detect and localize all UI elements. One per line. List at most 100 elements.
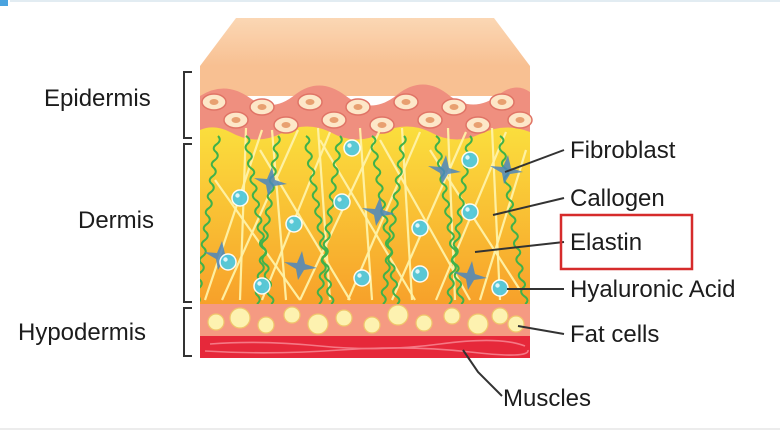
- epidermis-cell-nucleus: [231, 117, 241, 123]
- hyaluronic-acid-dot-shine: [357, 273, 362, 278]
- elastin-fiber: [434, 135, 465, 304]
- fat-cells: [207, 304, 525, 335]
- elastin-fiber: [304, 135, 335, 304]
- elastin-highlight-box: [559, 213, 694, 271]
- epidermis-cell-nucleus: [497, 99, 507, 105]
- hyaluronic-acid-dot: [285, 215, 303, 233]
- fibroblast-cells: [204, 155, 523, 290]
- fibroblast-cell: [284, 251, 317, 280]
- muscle-layer: [200, 336, 530, 358]
- fat-cell: [207, 313, 225, 331]
- fibroblast-cell: [490, 155, 523, 184]
- hyaluronic-acid-dot-shine: [465, 207, 470, 212]
- fibroblast-leader: [504, 149, 565, 173]
- fibroblast-cell: [454, 261, 487, 290]
- fat-cell: [229, 307, 251, 329]
- epidermis-cell-nucleus: [353, 104, 363, 110]
- corner-accent: [0, 0, 8, 6]
- epidermis-cell-nucleus: [281, 122, 291, 128]
- elastin-fiber: [244, 135, 275, 304]
- fibroblast-cell: [204, 241, 237, 270]
- elastin-fiber: [498, 135, 529, 304]
- skin-surface: [200, 18, 530, 66]
- fibroblast-cell: [254, 167, 287, 196]
- elastin-fiber: [254, 135, 281, 304]
- collagen-fiber: [299, 129, 381, 301]
- epidermis-cell-nucleus: [473, 122, 483, 128]
- epidermis-label: Epidermis: [44, 85, 151, 112]
- fat-cell: [257, 316, 275, 334]
- fibroblast-cell: [428, 155, 461, 184]
- collagen-fiber: [358, 127, 374, 301]
- elastin-fibers: [200, 135, 529, 304]
- hyaluronic-acid-dot: [333, 193, 351, 211]
- dermis-bracket: [183, 143, 192, 303]
- collagen-fiber: [203, 129, 264, 301]
- hyaluronic-acid-label: Hyaluronic Acid: [570, 276, 735, 303]
- collagen-leader: [492, 197, 565, 216]
- hyaluronic-acid-dot: [491, 279, 509, 297]
- muscles-label: Muscles: [503, 385, 591, 412]
- elastin-fiber: [380, 135, 407, 304]
- epidermis-cell-nucleus: [425, 117, 435, 123]
- elastin-label: Elastin: [570, 229, 642, 256]
- hyaluronic-acid-dot-shine: [415, 223, 420, 228]
- hyaluronic-acid-dot-shine: [257, 281, 262, 286]
- fat-cell: [415, 314, 433, 332]
- hyaluronic-acid-dot-shine: [289, 219, 294, 224]
- fat-cell: [491, 307, 509, 325]
- collagen-fiber: [238, 127, 248, 301]
- muscles-leader: [462, 349, 503, 397]
- epidermis-cell-nucleus: [305, 99, 315, 105]
- epidermis-bracket: [183, 71, 192, 139]
- elastin-fiber: [200, 135, 221, 303]
- elastin-leader: [474, 241, 565, 253]
- epidermis-cell-nucleus: [209, 99, 219, 105]
- fat-cells-label: Fat cells: [570, 321, 659, 348]
- collagen-fiber: [220, 129, 300, 301]
- fat-cell: [335, 309, 353, 327]
- hyaluronic-acid-dot-shine: [495, 283, 500, 288]
- hyaluronic-acid-dot-shine: [347, 143, 352, 148]
- hyaluronic-acid-dots: [219, 139, 509, 297]
- epidermis-cell-nucleus: [257, 104, 267, 110]
- elastin-fiber: [316, 135, 343, 304]
- hyaluronic-acid-dot-shine: [465, 155, 470, 160]
- hyaluronic-acid-dot: [231, 189, 249, 207]
- hyaluronic-acid-dot-shine: [223, 257, 228, 262]
- fat-cell: [283, 306, 301, 324]
- dermis-label: Dermis: [78, 207, 154, 234]
- fat-cell: [443, 307, 461, 325]
- epidermis-cell-nucleus: [377, 122, 387, 128]
- fat-cell: [307, 313, 329, 335]
- skin-upper-band: [200, 66, 530, 96]
- hyaluronic-acid-dot: [343, 139, 361, 157]
- elastin-fiber: [370, 135, 401, 304]
- epidermis-cell-nucleus: [515, 117, 525, 123]
- fat-cell: [507, 315, 525, 333]
- collagen-fiber: [390, 131, 468, 301]
- collagen-fiber: [478, 149, 528, 301]
- hyaluronic-acid-dot-shine: [235, 193, 240, 198]
- epidermis-cell-nucleus: [401, 99, 411, 105]
- muscle-fiber-line: [204, 347, 529, 356]
- hyaluronic-acid-dot: [253, 277, 271, 295]
- fat-cells-leader: [517, 325, 565, 335]
- hyaluronic-acid-dot: [461, 203, 479, 221]
- collagen-label: Callogen: [570, 185, 665, 212]
- collagen-fiber: [270, 129, 288, 301]
- epidermis-cells: [201, 93, 533, 134]
- hyaluronic-acid-dot: [219, 253, 237, 271]
- fat-cell: [387, 304, 409, 326]
- collagen-fiber: [214, 179, 301, 301]
- hyaluronic-acid-dot: [411, 219, 429, 237]
- hypodermis-label: Hypodermis: [18, 319, 146, 346]
- hyaluronic-acid-dot: [411, 265, 429, 283]
- epidermis-cell-nucleus: [329, 117, 339, 123]
- hyaluronic-acid-dot-shine: [337, 197, 342, 202]
- hyaluronic-acid-dot: [353, 269, 371, 287]
- hyaluronic-acid-dot: [461, 151, 479, 169]
- hypodermis-bracket: [183, 307, 192, 357]
